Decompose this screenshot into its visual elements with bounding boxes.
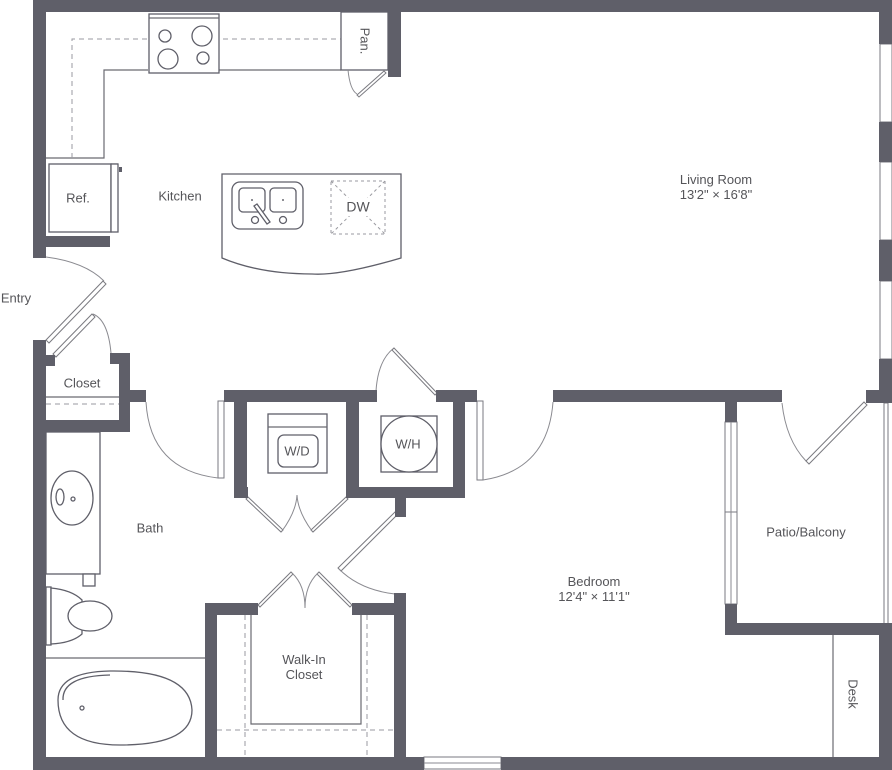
- walls: [33, 0, 892, 770]
- kitchen-counter: [46, 38, 341, 159]
- walk-in-closet-line2: Closet: [285, 667, 323, 682]
- vanity: [45, 431, 101, 587]
- room-label-patio-balcony: Patio/Balcony: [766, 524, 846, 540]
- patio-railing: [883, 402, 889, 626]
- toilet-icon: [45, 586, 113, 646]
- room-label-kitchen: Kitchen: [158, 188, 202, 204]
- refrigerator-icon: [48, 163, 122, 233]
- washer-dryer-icon: [267, 413, 328, 474]
- room-label-bedroom: Bedroom 12'4" × 11'1": [558, 574, 629, 604]
- fixture-label-desk: Desk: [845, 679, 861, 709]
- patio-door: [781, 401, 868, 465]
- room-label-living-room: Living Room 13'2" × 16'8": [680, 172, 752, 202]
- room-label-closet: Closet: [63, 375, 101, 391]
- room-label-walk-in-closet: Walk-In Closet: [282, 652, 326, 682]
- stove-icon: [148, 13, 220, 74]
- fixture-label-water-heater: W/H: [395, 436, 421, 452]
- fixture-label-washer-dryer: W/D: [284, 443, 310, 459]
- walk-in-closet-doors: [257, 571, 353, 609]
- room-label-bath: Bath: [136, 520, 164, 536]
- living-room-windows: [879, 43, 892, 360]
- fixture-label-dishwasher: DW: [346, 198, 370, 215]
- closet: [46, 313, 119, 405]
- bedroom-dimensions: 12'4" × 11'1": [558, 589, 630, 604]
- fixture-label-refrigerator: Ref.: [66, 190, 90, 206]
- pantry: [340, 11, 389, 98]
- kitchen-island: [221, 173, 402, 275]
- living-room-dimensions: 13'2" × 16'8": [679, 187, 753, 202]
- room-label-entry: Entry: [0, 290, 32, 306]
- bathtub-icon: [46, 657, 205, 746]
- water-heater-door: [375, 347, 438, 396]
- water-heater-icon: [380, 415, 438, 473]
- bedroom-door: [476, 400, 554, 481]
- living-room-name: Living Room: [679, 172, 753, 187]
- bath-door: [145, 400, 225, 479]
- laundry-bifold-doors: [245, 494, 349, 533]
- dishwasher-icon: [330, 180, 386, 235]
- entry-door: [45, 256, 107, 344]
- patio-slider: [724, 421, 738, 605]
- bedroom-name: Bedroom: [567, 574, 621, 589]
- walk-in-closet-shelving: [217, 615, 394, 757]
- bath-to-bedroom-door: [337, 510, 399, 595]
- walk-in-closet-line1: Walk-In: [282, 652, 326, 667]
- fixture-label-pantry: Pan.: [357, 27, 373, 55]
